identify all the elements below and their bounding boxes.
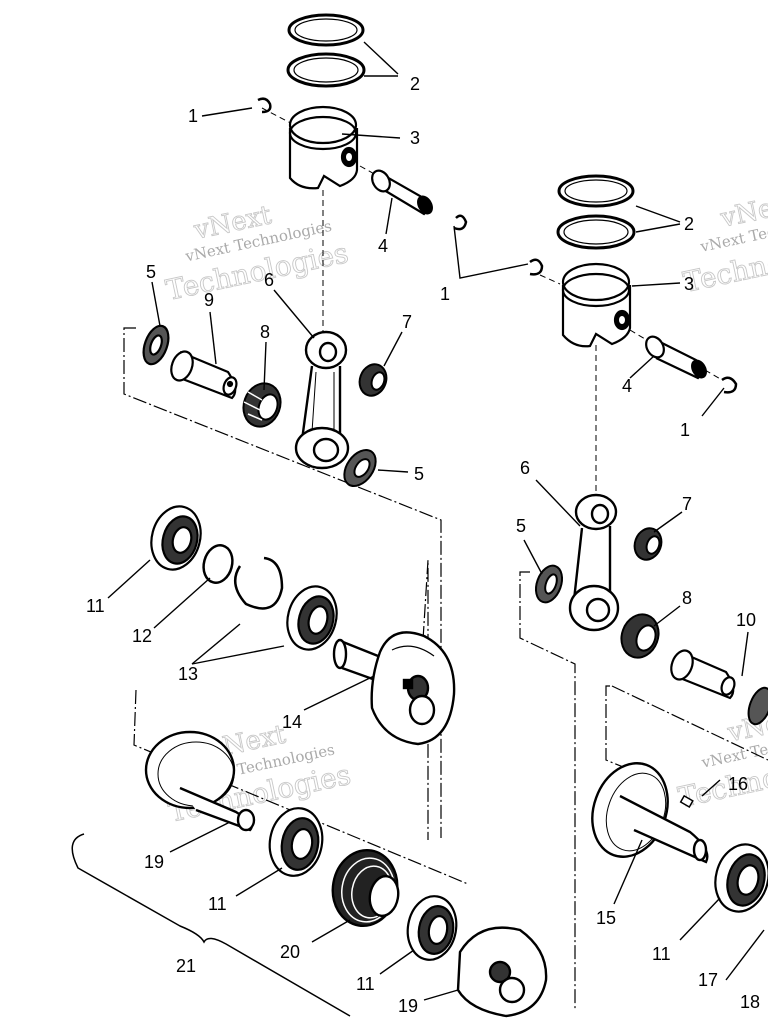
callout-9: 9 — [204, 290, 214, 310]
callout-5: 5 — [146, 262, 156, 282]
callout-3: 3 — [410, 128, 420, 148]
right-thrust-washer-2 — [747, 686, 768, 726]
watermark-left-top: vNext vNext Technologies Technologies — [163, 200, 352, 308]
callout-5: 5 — [414, 464, 424, 484]
assembly-brace-21 — [71, 833, 351, 1017]
right-thrust-washer — [534, 564, 564, 604]
left-snap-rings — [233, 556, 284, 610]
callout-7: 7 — [402, 312, 412, 332]
callout-8: 8 — [682, 588, 692, 608]
left-lower-crank-wheel — [144, 730, 256, 832]
right-connecting-rod — [568, 493, 620, 632]
assembly-bracket-lines — [123, 327, 768, 1010]
right-piston — [561, 262, 632, 348]
right-crankshaft-half — [591, 762, 709, 864]
callout-6: 6 — [264, 270, 274, 290]
callout-4: 4 — [622, 376, 632, 396]
callout-7: 7 — [682, 494, 692, 514]
left-thrust-washer-bottom — [343, 448, 377, 488]
callout-15: 15 — [596, 908, 616, 928]
left-retaining-ring — [202, 544, 234, 584]
left-lower-crank-web — [456, 926, 548, 1018]
callout-3: 3 — [684, 274, 694, 294]
right-wrist-pin-clip-2 — [721, 376, 738, 394]
left-thrust-washer-top — [142, 324, 170, 366]
left-small-needle-bearing — [358, 363, 388, 397]
callout-11: 11 — [652, 944, 671, 964]
callout-10: 10 — [736, 610, 756, 630]
callout-21: 21 — [176, 956, 196, 976]
labyrinth-seal — [331, 848, 400, 928]
callout-2: 2 — [410, 74, 420, 94]
callout-14: 14 — [282, 712, 302, 732]
callout-16: 16 — [728, 774, 748, 794]
left-crank-pin — [170, 350, 238, 400]
left-piston-rings — [286, 13, 366, 88]
callout-19: 19 — [144, 852, 164, 872]
right-wrist-pin — [645, 335, 707, 380]
callout-18: 18 — [740, 992, 760, 1012]
callout-19: 19 — [398, 996, 418, 1016]
left-lower-bearing-2 — [406, 895, 458, 961]
callout-1: 1 — [680, 420, 690, 440]
callout-4: 4 — [378, 236, 388, 256]
right-small-needle-bearing — [633, 527, 663, 561]
leader-lines — [107, 41, 765, 1001]
woodruff-key — [679, 794, 694, 808]
clip-connector-line — [453, 225, 529, 279]
left-crankshaft-half — [332, 631, 456, 746]
left-wrist-pin — [371, 169, 433, 216]
callout-labels: 1 2 3 4 5 9 6 8 7 5 2 3 1 4 1 6 7 5 8 10… — [86, 74, 760, 1016]
right-main-bearing — [714, 843, 768, 913]
right-needle-bearing-large — [620, 613, 660, 659]
callout-11: 11 — [208, 894, 227, 914]
callout-12: 12 — [132, 626, 152, 646]
callout-2: 2 — [684, 214, 694, 234]
left-main-bearing — [150, 505, 202, 571]
left-wrist-pin-clip-2 — [453, 214, 468, 231]
callout-1: 1 — [440, 284, 450, 304]
callout-1: 1 — [188, 106, 198, 126]
left-connecting-rod — [294, 330, 350, 470]
callout-11: 11 — [356, 974, 375, 994]
callout-20: 20 — [280, 942, 300, 962]
callout-5: 5 — [516, 516, 526, 536]
right-crank-pin — [670, 649, 736, 700]
left-piston — [288, 105, 359, 190]
right-piston-rings — [556, 174, 636, 250]
callout-13: 13 — [178, 664, 198, 684]
left-needle-bearing-large — [242, 382, 282, 428]
callout-8: 8 — [260, 322, 270, 342]
right-wrist-pin-clip — [529, 258, 544, 276]
left-crank-bearing — [286, 585, 338, 651]
left-lower-main-bearing — [268, 807, 324, 877]
callout-17: 17 — [698, 970, 718, 990]
callout-6: 6 — [520, 458, 530, 478]
left-wrist-pin-clip — [257, 97, 272, 114]
callout-11: 11 — [86, 596, 105, 616]
